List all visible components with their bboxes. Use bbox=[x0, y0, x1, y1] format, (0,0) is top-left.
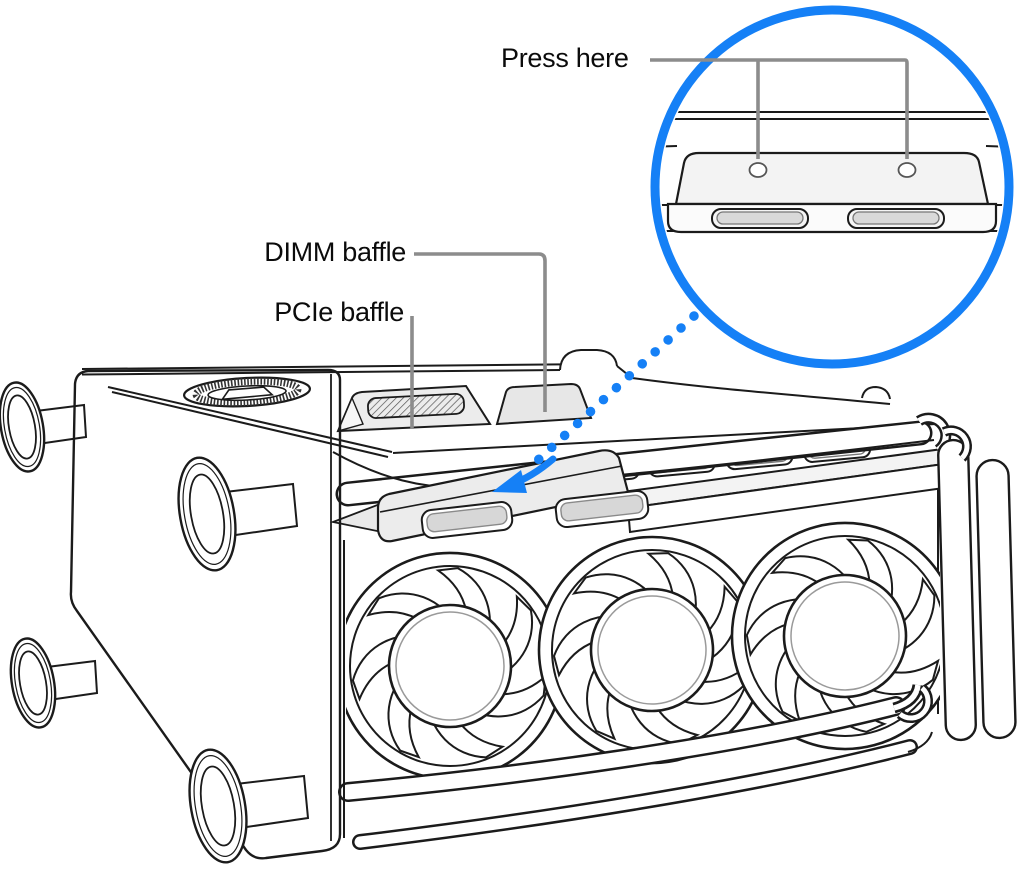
press-point-left bbox=[748, 162, 768, 178]
arrow-icon bbox=[492, 455, 557, 493]
inset-baffle bbox=[666, 151, 998, 234]
pcie-baffle-label: PCIe baffle bbox=[274, 297, 404, 327]
dotted-pointer bbox=[492, 311, 699, 493]
dimm-baffle-label: DIMM baffle bbox=[264, 237, 406, 267]
pcie-baffle bbox=[336, 384, 492, 433]
press-here-leader-line bbox=[650, 58, 909, 159]
press-point-right bbox=[897, 162, 917, 178]
side-baffle bbox=[329, 449, 650, 543]
callout-circle bbox=[650, 5, 1014, 369]
foot-bottom-left bbox=[3, 633, 99, 733]
bottom-rails bbox=[338, 540, 933, 850]
bottom-plate bbox=[69, 368, 342, 860]
top-vent-hole bbox=[182, 376, 312, 408]
press-here-label: Press here bbox=[501, 43, 629, 73]
right-handles bbox=[896, 425, 1017, 742]
dimm-leader-line bbox=[414, 252, 547, 412]
leader-lines bbox=[410, 252, 547, 429]
mac-pro-body bbox=[0, 349, 1017, 869]
magnifier-circle-icon bbox=[650, 5, 1014, 369]
